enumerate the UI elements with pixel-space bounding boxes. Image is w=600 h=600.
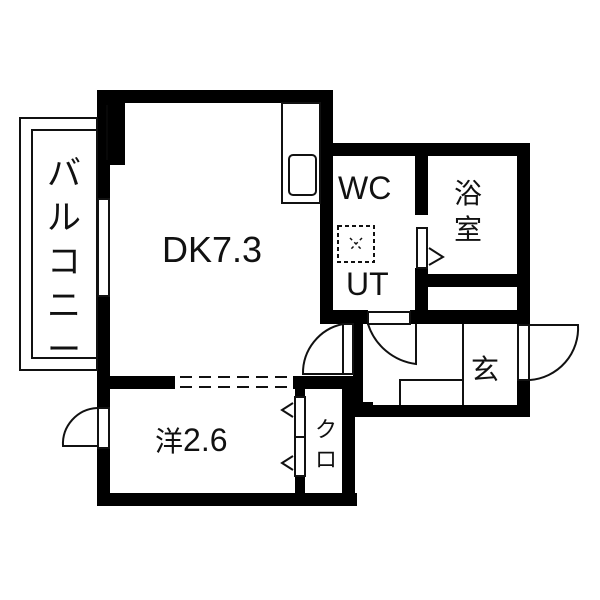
room-label-bathroom: 浴室 [453,177,482,246]
room-label-entrance: 玄 [471,353,500,386]
wall [428,274,520,287]
closet-door-lower [294,436,306,477]
room-label-closet: クロ [314,418,337,473]
wall [97,376,175,389]
balcony-label: バルコニー [47,154,81,370]
room-label-wc: WC [338,170,392,206]
wall [97,448,110,506]
wall [97,296,110,408]
wall [97,493,357,506]
closet-door-upper [294,396,306,438]
wall [320,213,333,320]
wall [517,143,530,326]
western-room-size: 2.6 [183,422,228,458]
wall [97,90,110,100]
sink [288,154,317,196]
wall [97,103,110,199]
room-label-western-room: 洋2.6 [155,424,228,456]
entrance-door [517,324,530,381]
wc-door [367,311,411,325]
wall [353,324,363,409]
wall [415,143,428,215]
kitchen-counter [281,102,321,204]
room-label-utility: UT [346,266,389,302]
wall [97,90,333,103]
wall [293,376,355,389]
wall [295,476,305,496]
wall [342,376,355,506]
wall [320,90,333,243]
wall [295,389,305,397]
dk-door [342,323,354,375]
wall [410,310,530,324]
bath-door [416,227,428,269]
wall [110,103,125,165]
wall [355,405,530,417]
wall [320,310,368,324]
window [97,198,110,297]
western-room-kanji: 洋 [155,425,184,458]
western-room-door [97,407,110,449]
room-label-dining-kitchen: DK7.3 [162,229,263,270]
wall [415,268,428,322]
wall [517,380,530,417]
washing-machine-pan [337,225,375,263]
